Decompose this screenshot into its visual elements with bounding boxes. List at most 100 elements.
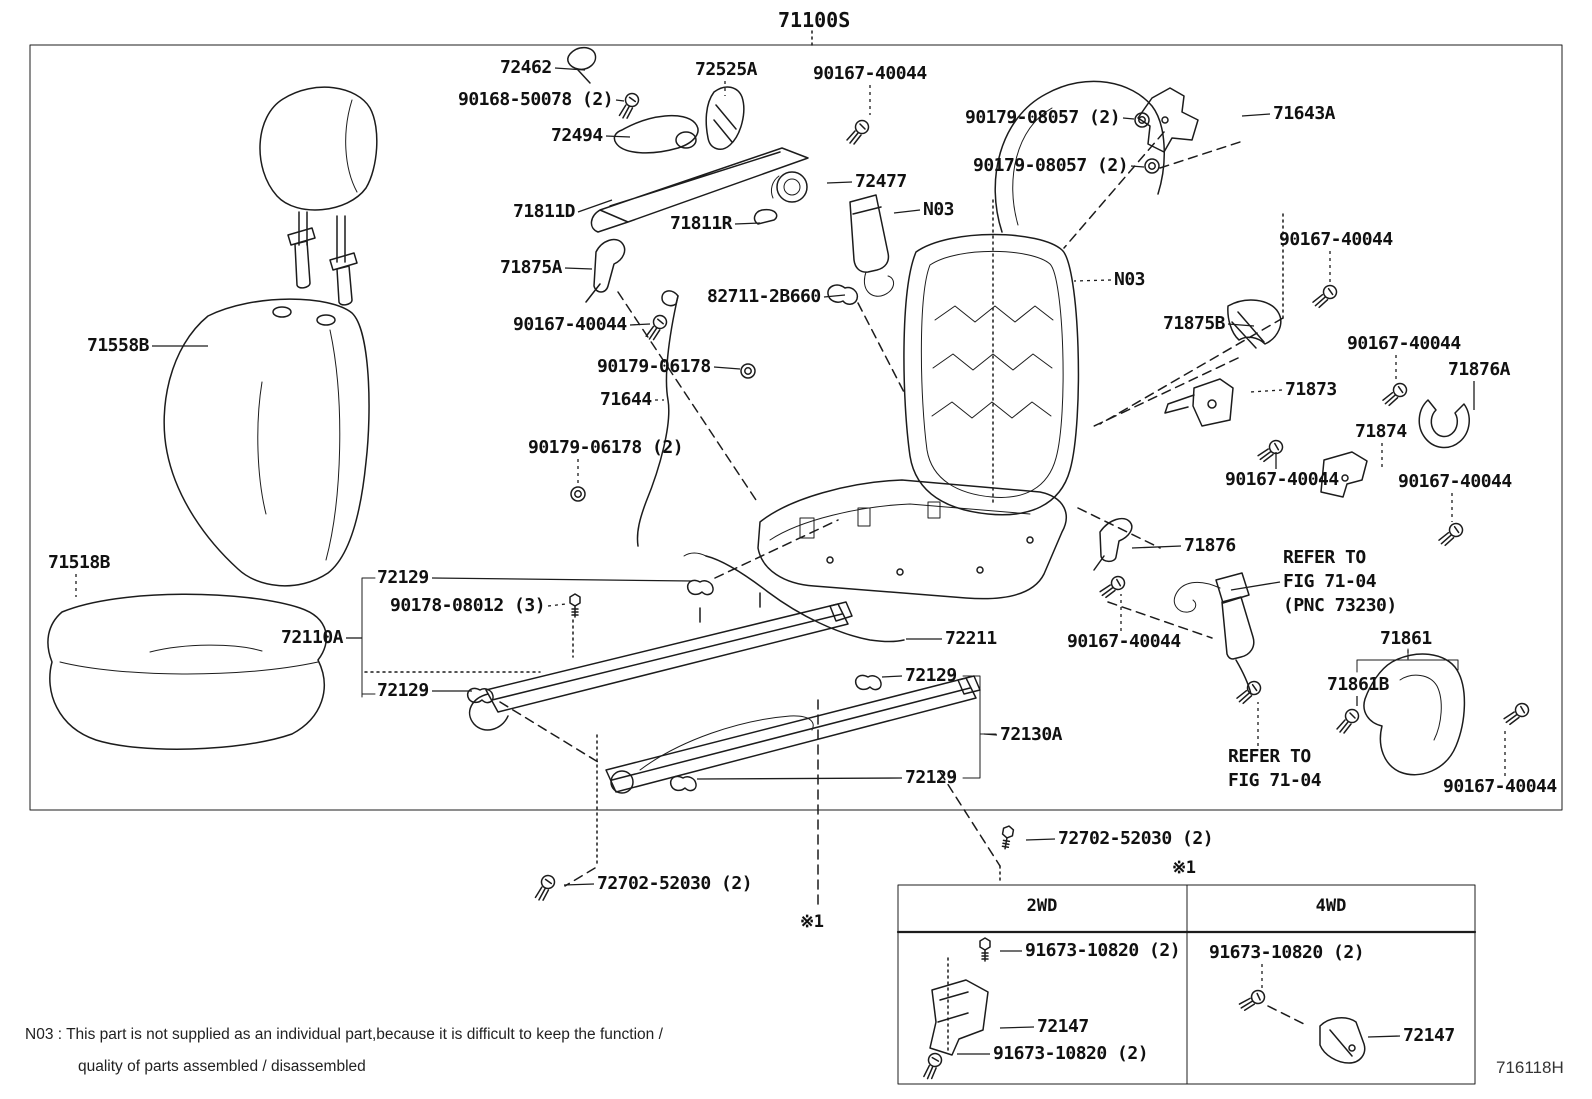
seat-cushion-drawing: [47, 593, 327, 750]
table-header-2wd: 2WD: [1026, 896, 1058, 916]
part-label-91673-10820-2: 91673-10820 (2): [1025, 940, 1181, 961]
part-label-90167-40044: 90167-40044: [1443, 776, 1557, 797]
headrest-drawing: [259, 86, 378, 263]
part-label-90167-40044: 90167-40044: [513, 314, 627, 335]
part-label-71811r: 71811R: [670, 213, 733, 234]
leader-line: [826, 181, 853, 184]
leader-line: [629, 323, 651, 326]
leader-line: [881, 675, 903, 678]
leader-line: [431, 577, 693, 582]
leader-line: [983, 733, 998, 736]
leader-line: [554, 67, 586, 71]
leader-line: [1230, 581, 1281, 591]
right-side-brackets: [1093, 299, 1470, 571]
part-label-90178-08012-3: 90178-08012 (3): [390, 595, 546, 616]
leader-line: [1122, 117, 1135, 120]
part-label-90179-06178: 90179-06178: [597, 356, 711, 377]
part-label-72494: 72494: [551, 125, 603, 146]
variant-table-border: [896, 884, 1477, 1085]
part-label-90167-40044: 90167-40044: [1398, 471, 1512, 492]
footnote-text-line1: N03 : This part is not supplied as an in…: [25, 1026, 663, 1043]
seat-rail-drawings: [468, 592, 981, 794]
part-label-90179-08057-2: 90179-08057 (2): [973, 155, 1129, 176]
part-label-90167-40044: 90167-40044: [1347, 333, 1461, 354]
seatback-cover-drawing: [163, 298, 370, 587]
part-label-82711-2b660: 82711-2B660: [707, 286, 821, 307]
part-label-71861: 71861: [1380, 628, 1432, 649]
leader-line: [823, 294, 846, 298]
part-label-72110a: 72110A: [281, 627, 344, 648]
part-label-72211: 72211: [945, 628, 997, 649]
part-label-71558b: 71558B: [87, 335, 150, 356]
leader-line: [1025, 838, 1056, 841]
dashed-connectors: [499, 131, 1309, 1051]
part-label-90168-50078-2: 90168-50078 (2): [458, 89, 614, 110]
leader-line: [1227, 323, 1255, 327]
leader-line: [1130, 165, 1145, 168]
part-label-71644: 71644: [600, 389, 652, 410]
part-label-fig-71-04: FIG 71-04: [1228, 770, 1322, 791]
part-label-71518b: 71518B: [48, 552, 111, 573]
headrest-support-drawings: [287, 227, 358, 306]
part-label-72147: 72147: [1403, 1025, 1455, 1046]
part-label-71811d: 71811D: [513, 201, 576, 222]
leader-line: [999, 1026, 1035, 1029]
part-label-90167-40044: 90167-40044: [1225, 469, 1339, 490]
part-label-72462: 72462: [500, 57, 552, 78]
part-label-72477: 72477: [855, 171, 907, 192]
diagram-border: [29, 30, 1563, 811]
leader-line: [1367, 1035, 1401, 1038]
leader-line: [1249, 389, 1283, 393]
table-cell-parts: [929, 979, 1366, 1064]
part-label-71643a: 71643A: [1273, 103, 1336, 124]
leader-line: [564, 267, 593, 270]
part-label-fig-71-04: FIG 71-04: [1283, 571, 1377, 592]
part-label-71876a: 71876A: [1448, 359, 1511, 380]
leader-line: [577, 199, 613, 213]
part-label-90167-40044: 90167-40044: [1279, 229, 1393, 250]
diagram-title: 71100S: [778, 8, 851, 32]
recliner-shield-drawing: [1363, 653, 1466, 776]
part-label-71875b: 71875B: [1163, 313, 1226, 334]
table-header-4wd: 4WD: [1315, 896, 1347, 916]
leader-line: [696, 777, 903, 780]
leader-line: [547, 603, 567, 607]
drawing-code: 716118H: [1496, 1058, 1564, 1077]
part-label-1: ※1: [800, 912, 824, 932]
part-label-pnc-73230: (PNC 73230): [1283, 595, 1397, 616]
leader-line: [1073, 279, 1112, 282]
belt-buckle-drawing: [1173, 572, 1255, 695]
part-label-71861b: 71861B: [1327, 674, 1390, 695]
cushion-frame-drawing: [757, 479, 1067, 600]
part-label-n03: N03: [923, 199, 955, 220]
part-label-71873: 71873: [1285, 379, 1337, 400]
part-label-refer-to: REFER TO: [1283, 547, 1366, 568]
part-label-72130a: 72130A: [1000, 724, 1063, 745]
part-label-90167-40044: 90167-40044: [1067, 631, 1181, 652]
footnote-text-line2: quality of parts assembled / disassemble…: [78, 1058, 366, 1075]
part-label-90179-08057-2: 90179-08057 (2): [965, 107, 1121, 128]
top-small-parts: [567, 46, 894, 305]
part-label-72525a: 72525A: [695, 59, 758, 80]
part-label-71875a: 71875A: [500, 257, 563, 278]
leader-line: [713, 366, 741, 370]
part-label-72702-52030-2: 72702-52030 (2): [1058, 828, 1214, 849]
leader-line: [615, 99, 625, 102]
leader-line: [734, 222, 761, 225]
part-label-72702-52030-2: 72702-52030 (2): [597, 873, 753, 894]
part-label-72129: 72129: [377, 680, 429, 701]
leader-line: [563, 883, 595, 886]
lumbar-wire-drawing: [636, 290, 679, 547]
leader-line: [1131, 545, 1182, 549]
part-label-91673-10820-2: 91673-10820 (2): [993, 1043, 1149, 1064]
part-label-72129: 72129: [377, 567, 429, 588]
leader-line: [605, 135, 631, 138]
part-label-72129: 72129: [905, 665, 957, 686]
part-label-72129: 72129: [905, 767, 957, 788]
seatback-frame-drawing: [903, 233, 1080, 516]
part-label-90179-06178-2: 90179-06178 (2): [528, 437, 684, 458]
part-label-71874: 71874: [1355, 421, 1407, 442]
